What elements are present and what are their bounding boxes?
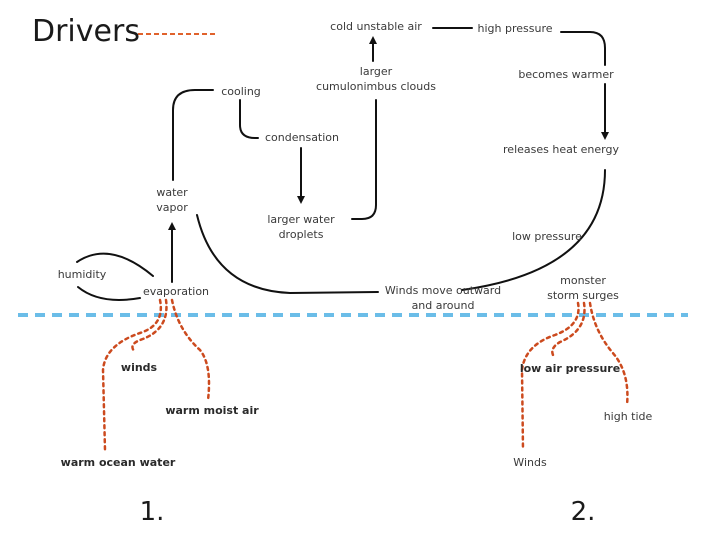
label-winds-move-line2: and around <box>411 299 475 312</box>
section-number-2: 2. <box>570 497 596 527</box>
label-monster-storm-surges: monster storm surges <box>547 273 619 303</box>
driver-line-high-tide <box>588 301 629 407</box>
connector-winds-vapor <box>196 214 379 295</box>
label-water-vapor-line2: vapor <box>156 201 188 214</box>
driver-label-winds-1: winds <box>120 361 158 374</box>
label-water-vapor-line1: water <box>156 186 188 199</box>
driver-line-winds-2 <box>520 301 580 452</box>
label-larger-cumulonimbus-clouds: larger cumulonimbus clouds <box>316 64 436 94</box>
section-number-1: 1. <box>139 497 165 527</box>
label-larger-clouds-line1: larger <box>359 65 393 78</box>
label-monster-line2: storm surges <box>547 289 619 302</box>
label-winds-move-line1: Winds move outward <box>384 284 502 297</box>
label-becomes-warmer: becomes warmer <box>518 68 614 81</box>
label-humidity: humidity <box>57 268 107 281</box>
label-monster-line1: monster <box>560 274 606 287</box>
driver-line-warm-ocean-water <box>101 298 163 452</box>
label-cold-unstable-air: cold unstable air <box>330 20 422 33</box>
legend-title: Drivers <box>32 14 140 49</box>
humidity-loop-bottom <box>77 286 141 301</box>
driver-line-warm-moist-air <box>170 298 211 402</box>
label-condensation: condensation <box>264 131 340 144</box>
label-larger-water-droplets-line2: droplets <box>278 228 324 241</box>
connector-vapor-cooling <box>172 89 214 181</box>
driver-line-low-air-pressure <box>551 301 586 357</box>
driver-label-warm-ocean-water: warm ocean water <box>60 456 176 469</box>
connector-heat-winds <box>461 169 606 291</box>
label-high-pressure: high pressure <box>477 22 553 35</box>
label-releases-heat-energy: releases heat energy <box>503 143 619 156</box>
label-larger-water-droplets: larger water droplets <box>267 212 334 242</box>
driver-label-low-air-pressure: low air pressure <box>519 362 621 375</box>
driver-label-winds-2: Winds <box>513 456 547 469</box>
driver-line-winds-1 <box>131 298 168 354</box>
label-larger-clouds-line2: cumulonimbus clouds <box>316 80 436 93</box>
humidity-loop-top <box>76 252 154 277</box>
driver-label-high-tide: high tide <box>603 410 653 423</box>
label-water-vapor: water vapor <box>156 185 188 215</box>
label-winds-move-outward: Winds move outward and around <box>385 283 501 313</box>
connector-highpressure-warmer <box>560 31 606 66</box>
connector-droplets-clouds <box>351 99 377 220</box>
driver-label-warm-moist-air: warm moist air <box>165 404 259 417</box>
label-cooling: cooling <box>221 85 261 98</box>
label-larger-water-droplets-line1: larger water <box>267 213 335 226</box>
label-evaporation: evaporation <box>142 285 210 298</box>
label-low-pressure: low pressure <box>512 230 582 243</box>
connector-cooling-condensation <box>239 99 259 139</box>
